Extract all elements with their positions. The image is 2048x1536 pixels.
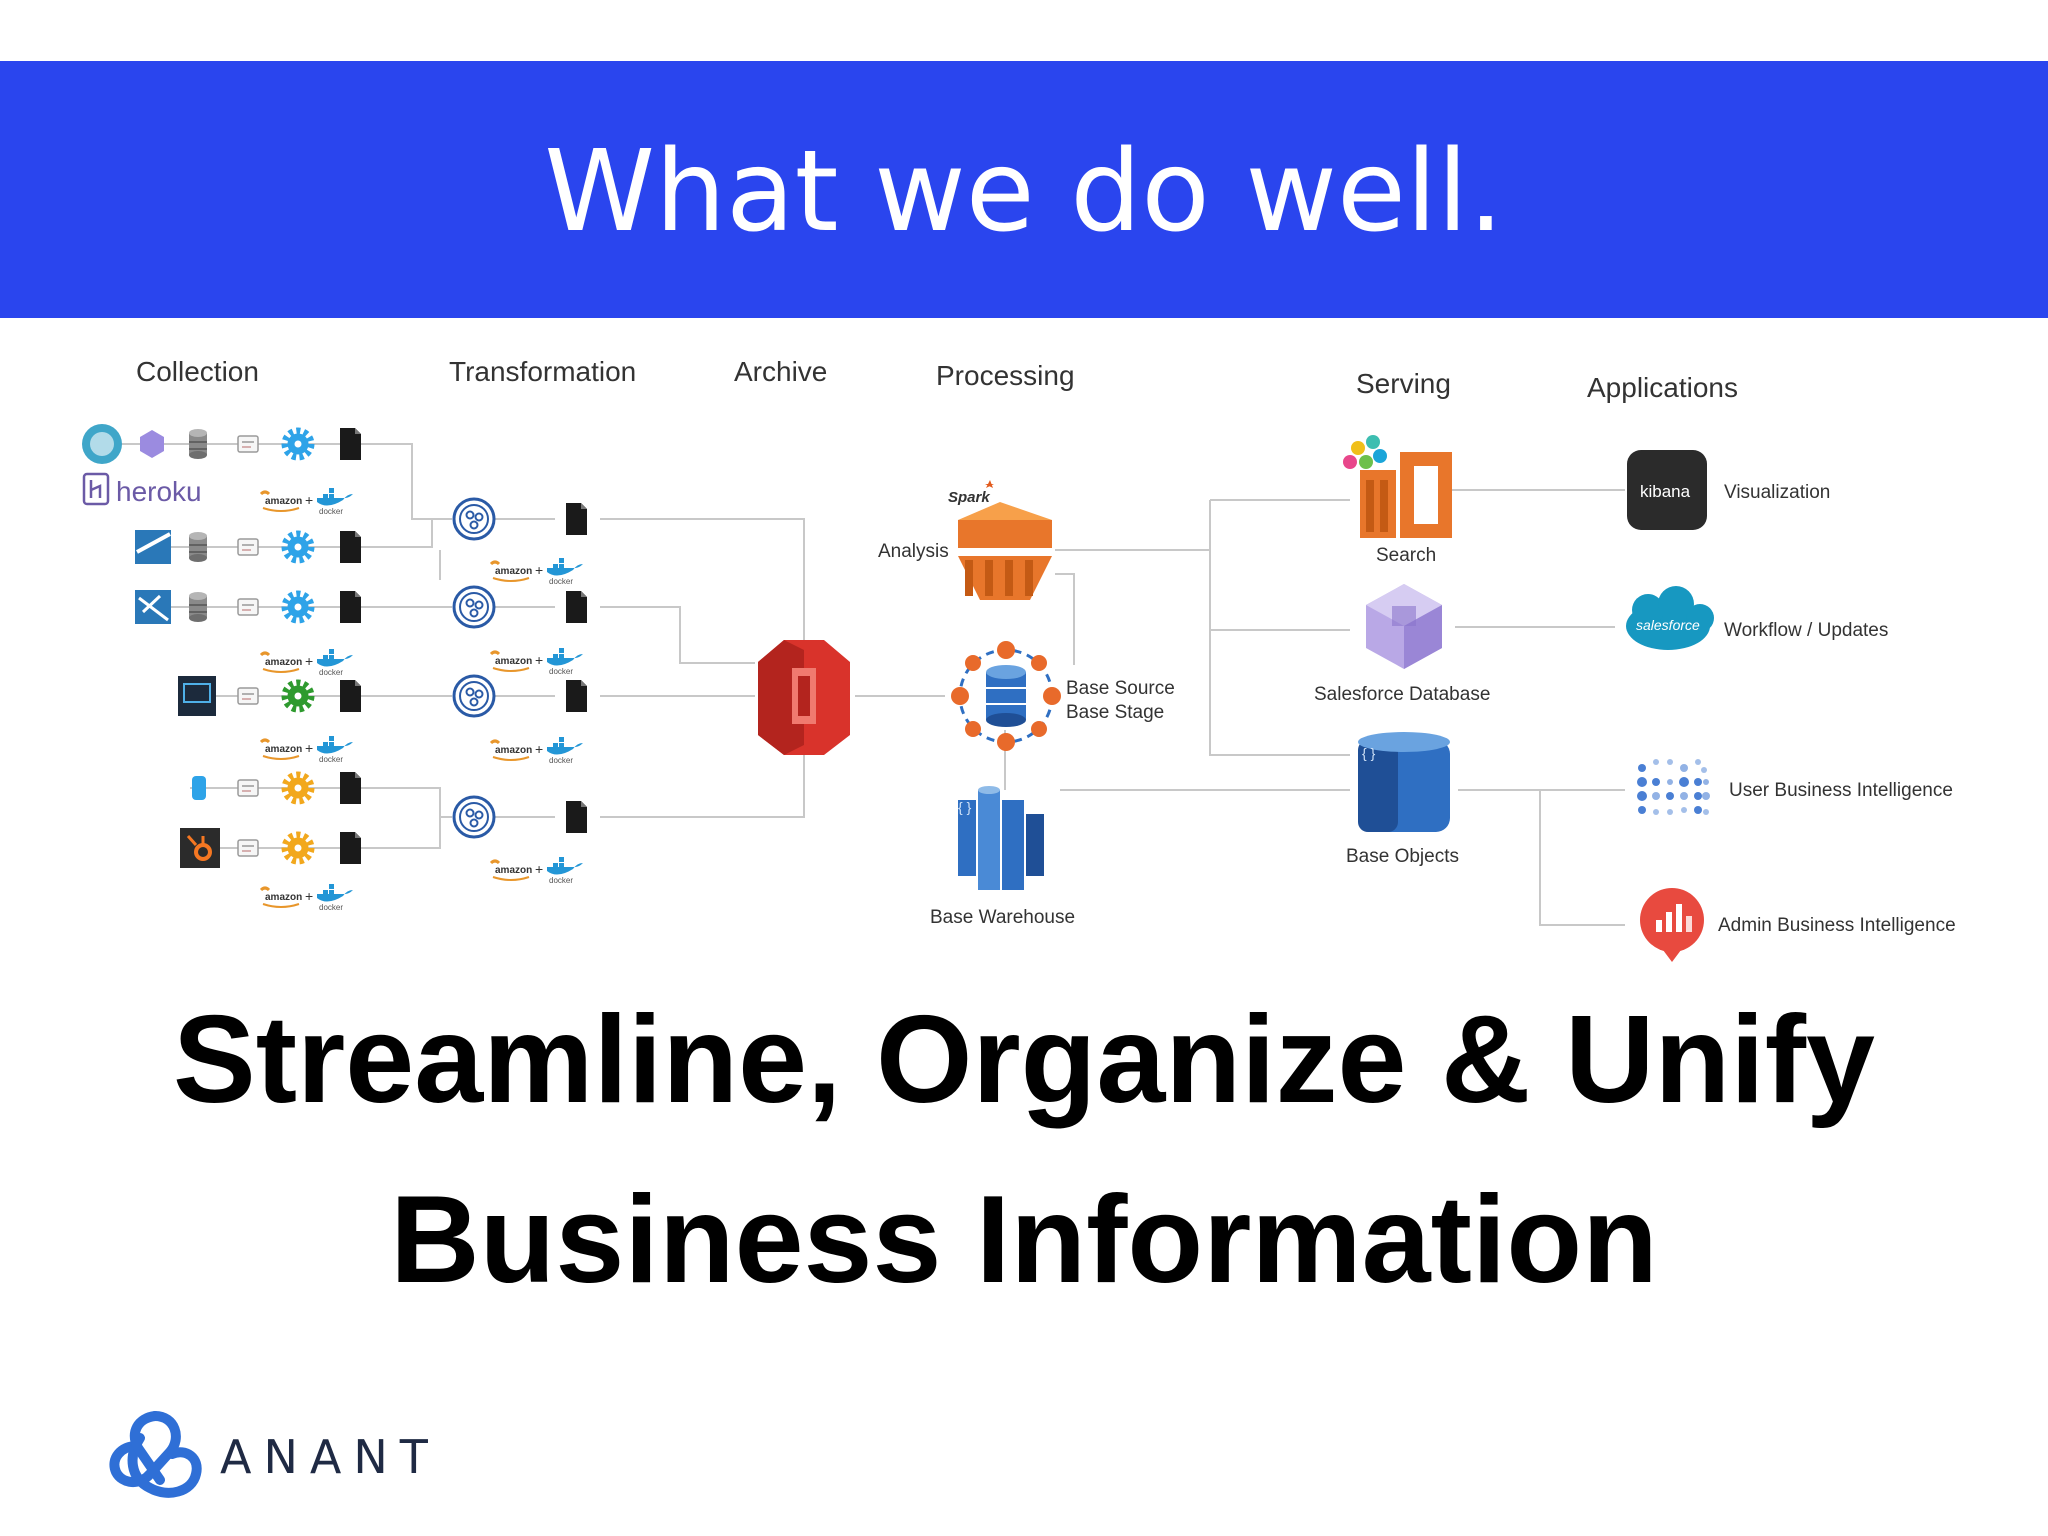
analysis-label: Analysis — [878, 541, 949, 562]
gear-icon — [285, 683, 311, 709]
base-objects-label: Base Objects — [1346, 846, 1459, 867]
spark-label: Spark — [948, 489, 990, 506]
nifi-flow-icon — [452, 674, 496, 718]
admin-bi-label: Admin Business Intelligence — [1718, 915, 1956, 936]
redshift-warehouse-icon: { } — [958, 786, 1044, 890]
gear-icon — [285, 431, 311, 457]
csv-file-icon — [566, 801, 587, 833]
nifi-flow-icon — [452, 795, 496, 839]
stage-applications: Applications — [1587, 372, 1738, 403]
user-bi-label: User Business Intelligence — [1729, 780, 1953, 801]
aws-docker-icon — [489, 735, 585, 767]
stage-transformation: Transformation — [449, 356, 636, 387]
aws-docker-icon — [259, 647, 355, 679]
connector-card-icon — [237, 598, 259, 616]
connector-card-icon — [237, 538, 259, 556]
s3-archive-icon — [758, 640, 850, 755]
csv-file-icon — [566, 591, 587, 623]
aws-docker-icon — [259, 486, 355, 518]
salesforce-database-icon — [1366, 584, 1442, 669]
tagline-line-2: Business Information — [390, 1171, 1658, 1309]
page-title: What we do well. — [544, 127, 1504, 257]
stage-collection: Collection — [136, 356, 259, 387]
gear-icon — [285, 775, 311, 801]
workflow-updates-label: Workflow / Updates — [1724, 620, 1888, 641]
csv-file-icon — [566, 680, 587, 712]
connector-card-icon — [237, 435, 259, 453]
gear-icon — [285, 835, 311, 861]
search-label: Search — [1376, 545, 1436, 566]
dot-matrix-bi-icon — [1637, 759, 1710, 815]
tagline-line-1: Streamline, Organize & Unify — [173, 991, 1875, 1129]
heroku-label: heroku — [116, 476, 202, 507]
nifi-flow-icon — [452, 585, 496, 629]
base-stage-label: Base Stage — [1066, 702, 1164, 723]
aws-docker-icon — [259, 882, 355, 914]
file-icon — [340, 772, 361, 804]
anant-logo-icon — [109, 1411, 202, 1498]
aws-docker-icon — [259, 734, 355, 766]
collection-sources: heroku — [82, 424, 361, 914]
transformation-stage — [452, 497, 587, 887]
stage-processing: Processing — [936, 360, 1075, 391]
kibana-logo-label: kibana — [1640, 482, 1691, 501]
salesforce-logo-label: salesforce — [1636, 617, 1700, 633]
hubspot-logo-icon — [180, 828, 220, 868]
database-icon — [188, 531, 208, 563]
file-icon — [340, 832, 361, 864]
nifi-flow-icon — [452, 497, 496, 541]
brand-name: ANANT — [220, 1430, 440, 1484]
base-source-label: Base Source — [1066, 678, 1175, 699]
file-icon — [340, 591, 361, 623]
hexagon-service-icon — [140, 430, 164, 458]
base-warehouse-label: Base Warehouse — [930, 907, 1075, 928]
elasticsearch-search-icon — [1343, 435, 1452, 538]
serving-stage: Search Salesforce Database { } Base Obje… — [1314, 435, 1490, 867]
connector-card-icon — [237, 779, 259, 797]
connector-card-icon — [237, 687, 259, 705]
gear-icon — [285, 594, 311, 620]
stage-archive: Archive — [734, 356, 827, 387]
connector-card-icon — [237, 839, 259, 857]
data-pipeline-diagram: amazon + docker Collection Transformatio… — [82, 356, 1956, 962]
file-icon — [340, 531, 361, 563]
applications-stage: kibana Visualization salesforce Workflow… — [1626, 450, 1956, 962]
aws-docker-icon — [489, 556, 585, 588]
svg-text:{ }: { } — [1362, 745, 1376, 761]
database-icon — [188, 428, 208, 460]
aws-docker-icon — [489, 646, 585, 678]
base-source-database-icon — [951, 641, 1061, 751]
title-banner — [0, 61, 2048, 318]
gear-icon — [285, 534, 311, 560]
csv-file-icon — [566, 503, 587, 535]
kibana-icon — [1627, 450, 1707, 530]
salesforce-cloud-icon — [1626, 586, 1714, 650]
dynamodb-base-objects-icon: { } — [1358, 732, 1450, 832]
aws-docker-icon — [489, 855, 585, 887]
file-icon — [340, 428, 361, 460]
bucket-logo-icon — [192, 776, 206, 800]
chart-bubble-bi-icon — [1640, 888, 1704, 962]
file-icon — [340, 680, 361, 712]
svg-text:{ }: { } — [958, 799, 972, 815]
stage-serving: Serving — [1356, 368, 1451, 399]
salesforce-database-label: Salesforce Database — [1314, 684, 1490, 705]
emr-analysis-icon — [958, 502, 1052, 600]
visualization-label: Visualization — [1724, 482, 1830, 503]
processing-stage: Spark Analysis — [878, 480, 1175, 928]
database-icon — [188, 591, 208, 623]
